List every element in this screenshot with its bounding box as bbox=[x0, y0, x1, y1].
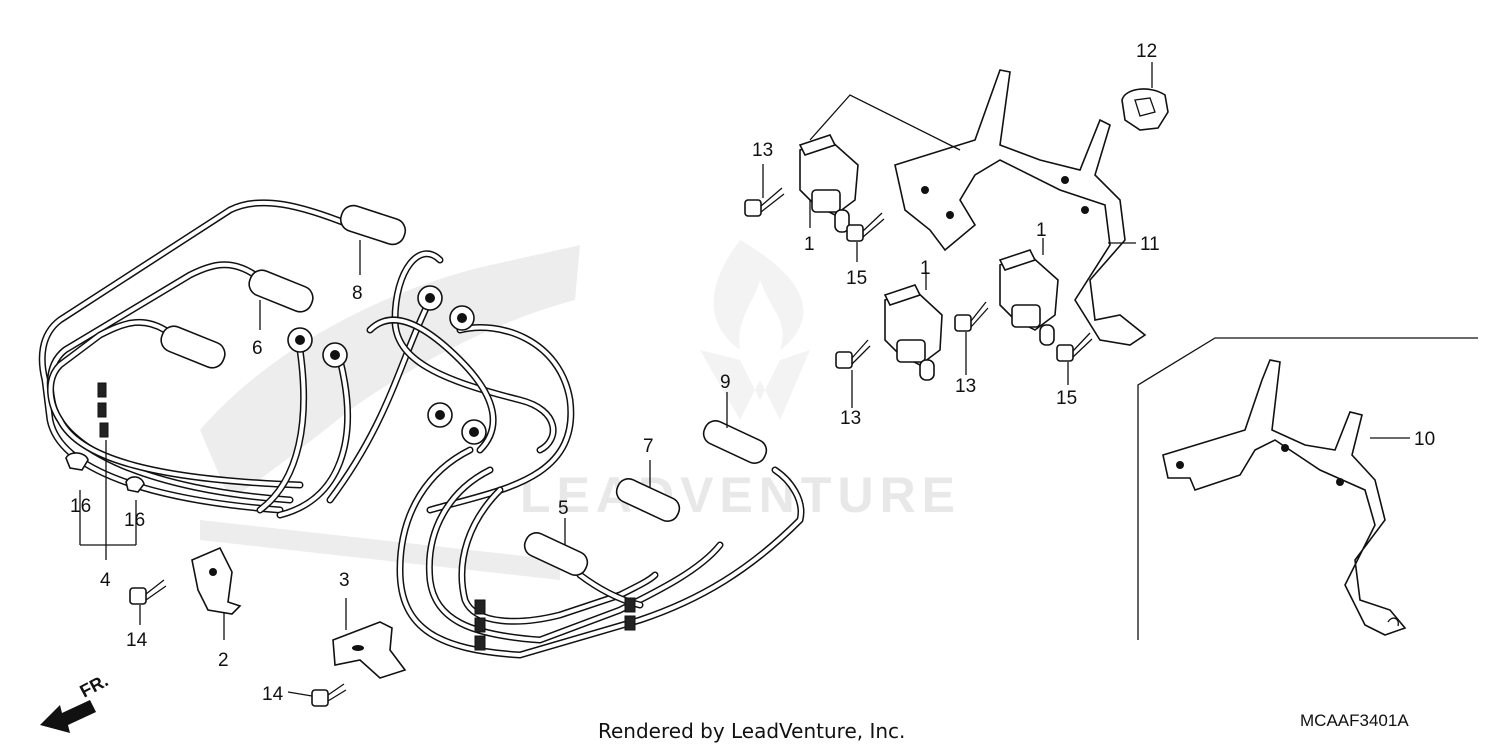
plug-boot-9 bbox=[702, 419, 768, 465]
bracket-2 bbox=[191, 546, 242, 615]
diagram-code: MCAAF3401A bbox=[1300, 711, 1409, 730]
callout-4: 4 bbox=[100, 570, 111, 591]
callout-1b: 1 bbox=[920, 258, 931, 279]
bolt-14a bbox=[129, 579, 167, 605]
bolt-13c bbox=[835, 339, 871, 369]
bracket-10 bbox=[1162, 359, 1407, 636]
callout-11: 11 bbox=[1140, 234, 1160, 255]
plug-boot-5 bbox=[523, 531, 589, 577]
plug-boot-6 bbox=[248, 269, 314, 313]
bolt-15a bbox=[846, 212, 885, 242]
callout-16a: 16 bbox=[70, 496, 91, 517]
plug-boot-unlabeled bbox=[160, 325, 226, 369]
bolt-13b bbox=[954, 301, 989, 332]
callout-12: 12 bbox=[1136, 41, 1157, 62]
callout-6: 6 bbox=[252, 338, 263, 359]
wire-clamps bbox=[97, 382, 636, 651]
plug-boot-8 bbox=[339, 204, 407, 246]
ignition-coil-1a bbox=[798, 134, 859, 233]
inset-frame bbox=[1137, 337, 1478, 640]
callout-13b: 13 bbox=[955, 376, 976, 397]
callout-3: 3 bbox=[339, 570, 350, 591]
ignition-coil-1c bbox=[998, 249, 1059, 346]
leader-lines bbox=[79, 62, 1410, 697]
callout-5: 5 bbox=[558, 498, 569, 519]
callout-9: 9 bbox=[720, 372, 731, 393]
callout-13a: 13 bbox=[752, 140, 773, 161]
ignition-coil-1b bbox=[883, 284, 943, 381]
front-direction-arrow: FR. bbox=[40, 670, 111, 733]
callout-14a: 14 bbox=[126, 630, 148, 651]
footer-credit: Rendered by LeadVenture, Inc. bbox=[598, 719, 905, 743]
plug-boot-7 bbox=[615, 477, 681, 523]
bolt-14b bbox=[311, 683, 347, 707]
coil-bracket-11 bbox=[894, 69, 1147, 346]
callout-10: 10 bbox=[1414, 429, 1435, 450]
callout-13c: 13 bbox=[840, 408, 861, 429]
callout-7: 7 bbox=[643, 436, 654, 457]
callout-15b: 15 bbox=[1056, 388, 1077, 409]
callout-labels: 8 6 16 16 4 2 14 3 14 5 7 9 13 1 15 1 1 … bbox=[70, 41, 1435, 705]
callout-2: 2 bbox=[218, 650, 229, 671]
honda-wing-watermark bbox=[200, 245, 580, 580]
callout-15a: 15 bbox=[846, 268, 867, 289]
bracket-3 bbox=[332, 621, 407, 679]
clip-16b bbox=[125, 476, 145, 493]
callout-1c: 1 bbox=[1036, 220, 1047, 241]
grommet-12 bbox=[1121, 88, 1169, 131]
bolt-13a bbox=[744, 187, 785, 217]
front-direction-label: FR. bbox=[76, 670, 111, 701]
watermark-text: LEADVENTURE bbox=[520, 467, 961, 523]
spark-plug-wire-set bbox=[38, 199, 805, 659]
callout-16b: 16 bbox=[124, 510, 145, 531]
callout-14b: 14 bbox=[262, 684, 284, 705]
coil-caps bbox=[287, 285, 487, 445]
callout-1a: 1 bbox=[804, 234, 815, 255]
bolt-15b bbox=[1056, 332, 1093, 362]
clip-16a bbox=[65, 452, 89, 471]
callout-8: 8 bbox=[352, 283, 363, 304]
leadventure-logo-watermark bbox=[700, 240, 810, 420]
